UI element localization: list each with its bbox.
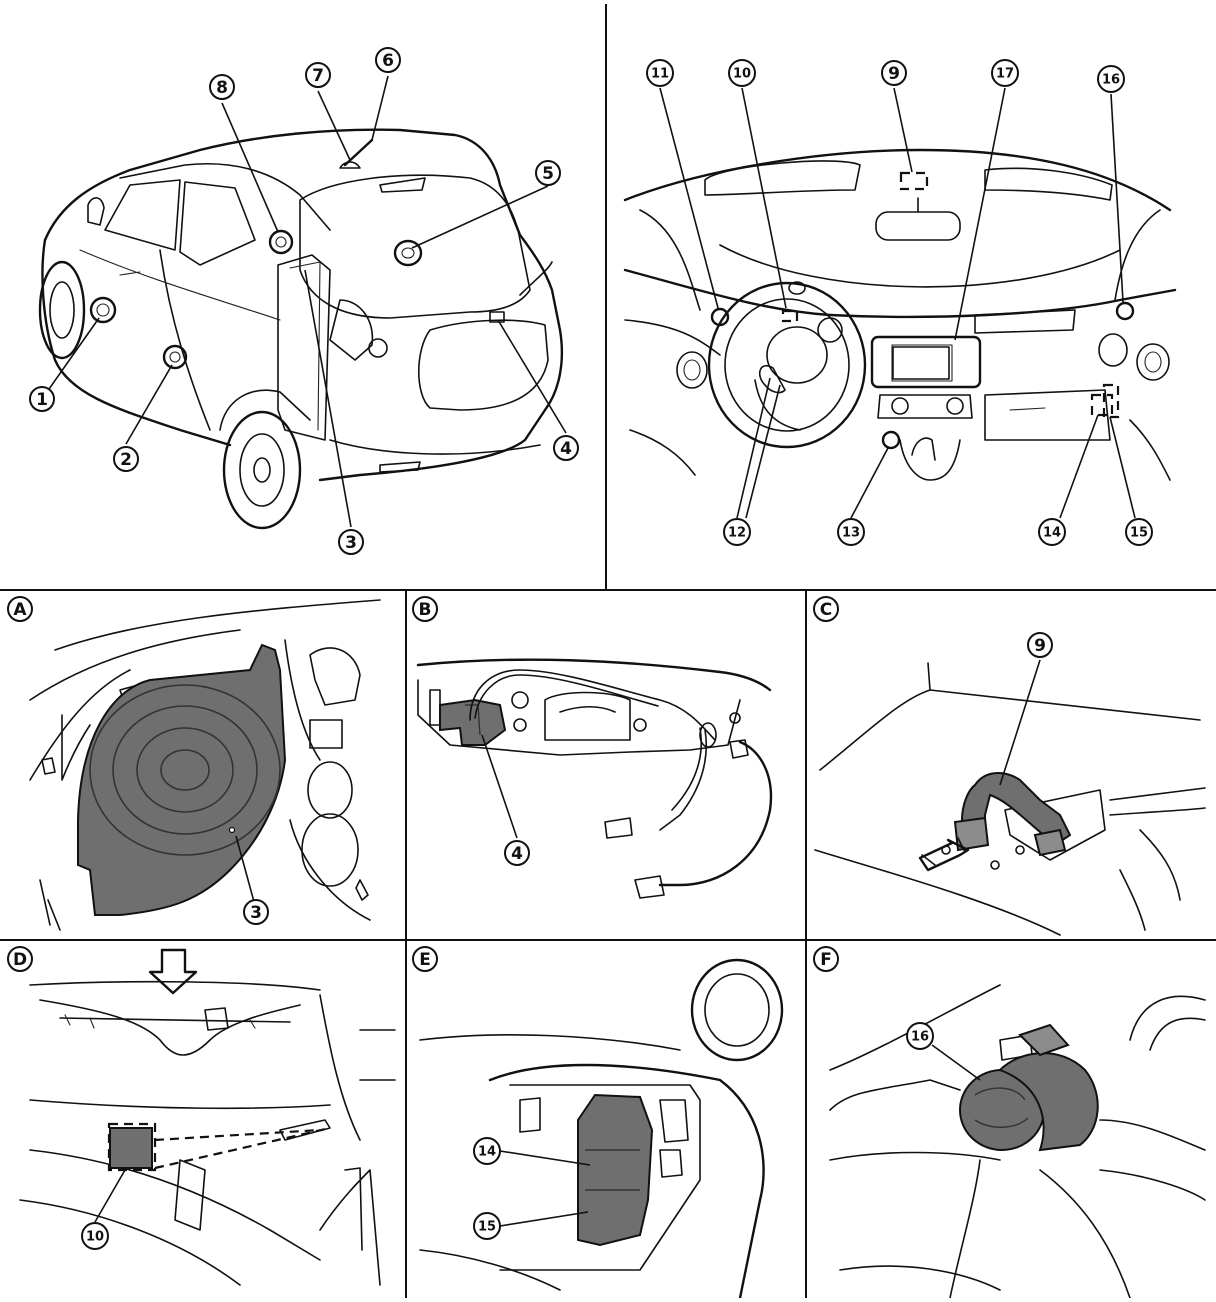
leader-lines-interior	[659, 87, 1136, 519]
detail-panel-e	[419, 958, 784, 1300]
svg-text:3: 3	[345, 533, 357, 553]
vehicle-exterior-view	[38, 128, 564, 530]
panel-d-callout-10: 10	[81, 1222, 109, 1250]
callout-10: 10	[728, 59, 756, 87]
svg-text:11: 11	[651, 67, 669, 82]
svg-text:9: 9	[1034, 636, 1046, 656]
svg-text:5: 5	[542, 164, 554, 184]
detail-panel-b	[416, 658, 773, 899]
svg-text:9: 9	[888, 64, 900, 84]
svg-text:14: 14	[1043, 526, 1061, 541]
panel-c-callout-9: 9	[1027, 632, 1053, 658]
svg-text:17: 17	[996, 67, 1014, 82]
svg-text:15: 15	[478, 1220, 496, 1235]
panel-b-callout-4: 4	[504, 840, 530, 866]
panel-f-callout-16: 16	[906, 1022, 934, 1050]
svg-text:A: A	[13, 600, 27, 620]
panel-label-c: C	[813, 596, 839, 622]
panel-e-callout-14: 14	[473, 1137, 501, 1165]
svg-text:E: E	[419, 950, 431, 970]
callout-14: 14	[1038, 518, 1066, 546]
callout-15: 15	[1125, 518, 1153, 546]
svg-text:F: F	[820, 950, 832, 970]
callout-3: 3	[338, 529, 364, 555]
callout-13: 13	[837, 518, 865, 546]
callout-2: 2	[113, 446, 139, 472]
svg-text:1: 1	[36, 390, 48, 410]
svg-text:2: 2	[120, 450, 132, 470]
detail-panel-f	[829, 984, 1206, 1299]
panel-label-e: E	[412, 946, 438, 972]
svg-text:7: 7	[312, 66, 324, 86]
svg-text:13: 13	[842, 526, 860, 541]
leader-lines-exterior	[41, 75, 567, 528]
detail-panel-a	[29, 599, 381, 931]
svg-text:4: 4	[560, 439, 572, 459]
svg-text:16: 16	[911, 1030, 929, 1045]
svg-text:12: 12	[728, 526, 746, 541]
callout-12: 12	[723, 518, 751, 546]
panel-a-callout-3: 3	[243, 899, 269, 925]
detail-panel-c	[814, 659, 1206, 936]
detail-panel-d	[19, 948, 396, 1286]
callout-7: 7	[305, 62, 331, 88]
svg-text:10: 10	[733, 67, 751, 82]
svg-text:3: 3	[250, 903, 262, 923]
panel-label-d: D	[7, 946, 33, 972]
svg-text:C: C	[820, 600, 832, 620]
svg-text:15: 15	[1130, 526, 1148, 541]
callout-5: 5	[535, 160, 561, 186]
callout-4: 4	[553, 435, 579, 461]
callout-16: 16	[1097, 65, 1125, 93]
instrument-panel-view	[623, 148, 1177, 481]
svg-text:B: B	[419, 600, 432, 620]
svg-text:4: 4	[511, 844, 523, 864]
callout-8: 8	[209, 74, 235, 100]
svg-text:16: 16	[1102, 73, 1120, 88]
svg-text:10: 10	[86, 1230, 104, 1245]
callout-17: 17	[991, 59, 1019, 87]
callout-1: 1	[29, 386, 55, 412]
callout-11: 11	[646, 59, 674, 87]
panel-label-a: A	[7, 596, 33, 622]
panel-label-f: F	[813, 946, 839, 972]
svg-text:6: 6	[382, 51, 394, 71]
svg-text:D: D	[13, 950, 27, 970]
callout-9: 9	[881, 60, 907, 86]
panel-e-callout-15: 15	[473, 1212, 501, 1240]
panel-label-b: B	[412, 596, 438, 622]
svg-text:8: 8	[216, 78, 228, 98]
svg-text:14: 14	[478, 1145, 496, 1160]
panel-frames	[0, 4, 1216, 1298]
callout-6: 6	[375, 47, 401, 73]
